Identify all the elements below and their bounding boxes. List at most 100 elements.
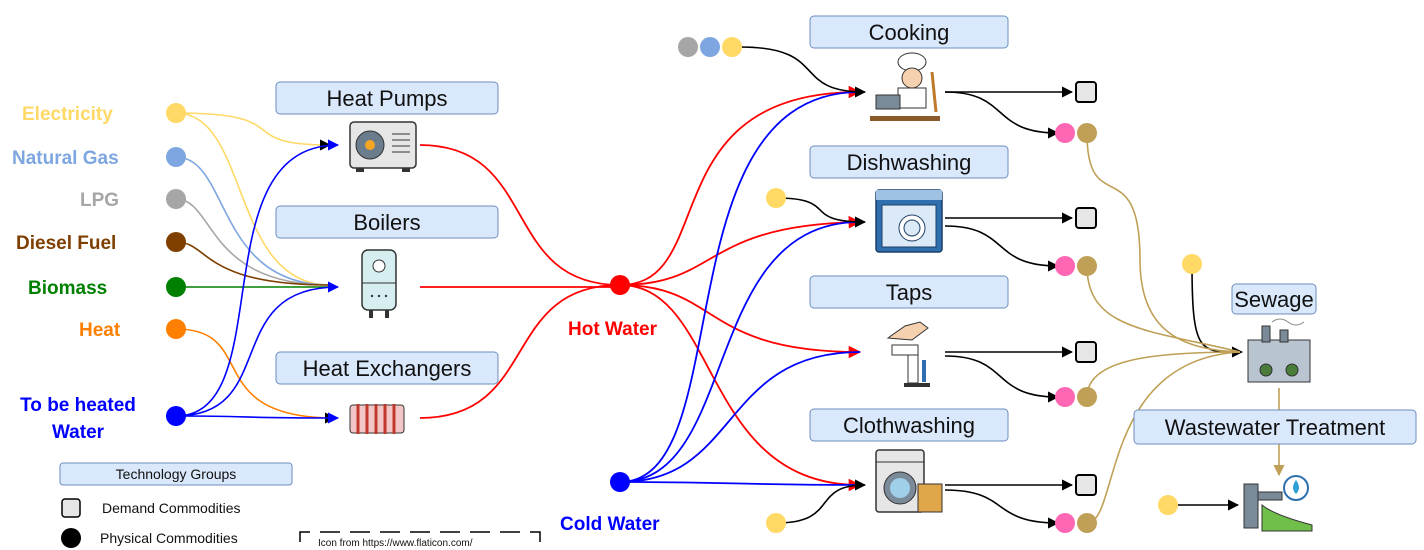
- wastewater-treatment-box: [1133, 409, 1417, 445]
- dishwashing-box: [809, 145, 1009, 179]
- hot-water-to-cooking: [619, 85, 862, 286]
- sewage-plant-icon: [1247, 318, 1311, 383]
- treatment-plant-icon: [1243, 475, 1313, 532]
- wastewater-flows: [1086, 132, 1285, 524]
- clothwashing-label: Clothwashing: [843, 413, 975, 438]
- sewage-label: Sewage: [1234, 287, 1314, 312]
- legend-demand-swatch: [61, 498, 81, 518]
- to-be-heated-label-2: Water: [52, 422, 105, 443]
- taps-demand: [1075, 341, 1097, 363]
- dishwashing-wastewater-to-sewage: [1086, 265, 1241, 353]
- hot-water-label: Hot Water: [568, 319, 658, 340]
- natural-gas-label: Natural Gas: [12, 148, 119, 169]
- cold-water-node: [610, 472, 630, 492]
- chef-icon: [870, 52, 940, 121]
- heat-exchangers-label: Heat Exchangers: [303, 356, 472, 381]
- electricity-node: [166, 103, 186, 123]
- sewage-electricity-node: [1182, 254, 1202, 274]
- to-be-heated-label-1: To be heated: [20, 395, 136, 416]
- electricity-to-boilers: [175, 112, 331, 286]
- electricity-to-heat-pumps: [175, 112, 332, 151]
- heat-exchangers-to-hot-water: [419, 284, 621, 419]
- biomass-label: Biomass: [28, 278, 107, 299]
- cooking-label: Cooking: [869, 20, 950, 45]
- tech-heat-exchangers: Heat Exchangers: [275, 351, 499, 385]
- boilers-box: [275, 205, 499, 239]
- tech-taps: Taps: [809, 275, 1009, 309]
- taps-to-wastewater: [944, 355, 1060, 403]
- to-be-heated-node: [166, 406, 186, 426]
- dishwashing-to-wastewater: [944, 225, 1060, 272]
- taps-wastewater-to-sewage: [1086, 351, 1241, 398]
- tech-clothwashing: Clothwashing: [809, 408, 1009, 442]
- wastewater-nodes: [1055, 123, 1097, 533]
- cold-to-heat-pumps: [175, 139, 340, 417]
- wastewater-treatment-label: Wastewater Treatment: [1165, 415, 1385, 440]
- wastewater-gold-2: [1077, 256, 1097, 276]
- lpg-to-boilers: [175, 198, 331, 286]
- clothwashing-box: [809, 408, 1009, 442]
- wastewater-gold-4: [1077, 513, 1097, 533]
- cooking-to-wastewater: [944, 91, 1060, 139]
- tech-heat-pumps: Heat Pumps: [275, 81, 499, 115]
- fuels-to-cooking: [739, 46, 867, 98]
- hot-water-to-taps: [619, 284, 862, 359]
- fuel-input-flows: [175, 112, 340, 424]
- clothwashing-to-wastewater: [944, 489, 1060, 529]
- sewage-box: [1231, 283, 1317, 315]
- heat-node: [166, 319, 186, 339]
- heat-pumps-box: [275, 81, 499, 115]
- taps-label: Taps: [886, 280, 932, 305]
- cooking-fuel-nodes: [678, 37, 742, 57]
- dishwashing-electricity-node: [766, 188, 786, 208]
- cold-water-to-taps: [619, 351, 861, 483]
- legend-tech-groups-swatch: [59, 462, 293, 486]
- cold-water-label: Cold Water: [560, 514, 660, 535]
- natural-gas-node: [166, 147, 186, 167]
- heat-pumps-label: Heat Pumps: [326, 86, 447, 111]
- wastewater-pink-4: [1055, 513, 1075, 533]
- lpg-label: LPG: [80, 190, 119, 211]
- clothwashing-electricity-node: [766, 513, 786, 533]
- hot-water-flows: [419, 85, 862, 492]
- legend-physical-label: Physical Commodities: [100, 530, 238, 546]
- cooking-box: [809, 15, 1009, 49]
- lpg-node: [166, 189, 186, 209]
- cold-water-to-clothwashing: [619, 481, 861, 486]
- radiator-icon: [349, 404, 405, 434]
- input-commodity-nodes: [166, 103, 186, 426]
- cooking-wastewater-to-sewage: [1086, 132, 1241, 353]
- electricity-label: Electricity: [22, 104, 113, 125]
- tech-sewage: Sewage: [1231, 283, 1317, 315]
- diesel-to-boilers: [175, 241, 331, 286]
- boiler-icon: [361, 249, 397, 318]
- legend-demand-label: Demand Commodities: [102, 500, 241, 516]
- tap-icon: [886, 321, 930, 387]
- cold-water-to-dishwashing: [619, 221, 861, 483]
- cooking-demand: [1075, 81, 1097, 103]
- wastewater-pink-2: [1055, 256, 1075, 276]
- wastewater-gold-1: [1077, 123, 1097, 143]
- natural-gas-to-boilers: [175, 156, 331, 286]
- tech-boilers: Boilers: [275, 205, 499, 239]
- electricity-node-small: [722, 37, 742, 57]
- heat-label: Heat: [79, 320, 121, 341]
- icon-credit-text: Icon from https://www.flaticon.com/: [318, 538, 473, 549]
- taps-box: [809, 275, 1009, 309]
- hot-water-to-clothwashing: [619, 284, 862, 492]
- wastewater-gold-3: [1077, 387, 1097, 407]
- cold-to-heat-exchangers: [175, 412, 340, 424]
- washing-machine-icon: [875, 449, 943, 513]
- cold-water-flows: [619, 91, 861, 486]
- diesel-node: [166, 232, 186, 252]
- legend: Technology Groups Demand Commodities Phy…: [59, 462, 293, 548]
- natural-gas-node-small: [700, 37, 720, 57]
- heat-pumps-to-hot-water: [419, 144, 621, 286]
- icon-credit: Icon from https://www.flaticon.com/: [299, 531, 541, 549]
- lpg-node-small: [678, 37, 698, 57]
- clothwashing-demand: [1075, 474, 1097, 496]
- treatment-electricity-node: [1158, 495, 1178, 515]
- electricity-to-clothwashing: [775, 479, 867, 524]
